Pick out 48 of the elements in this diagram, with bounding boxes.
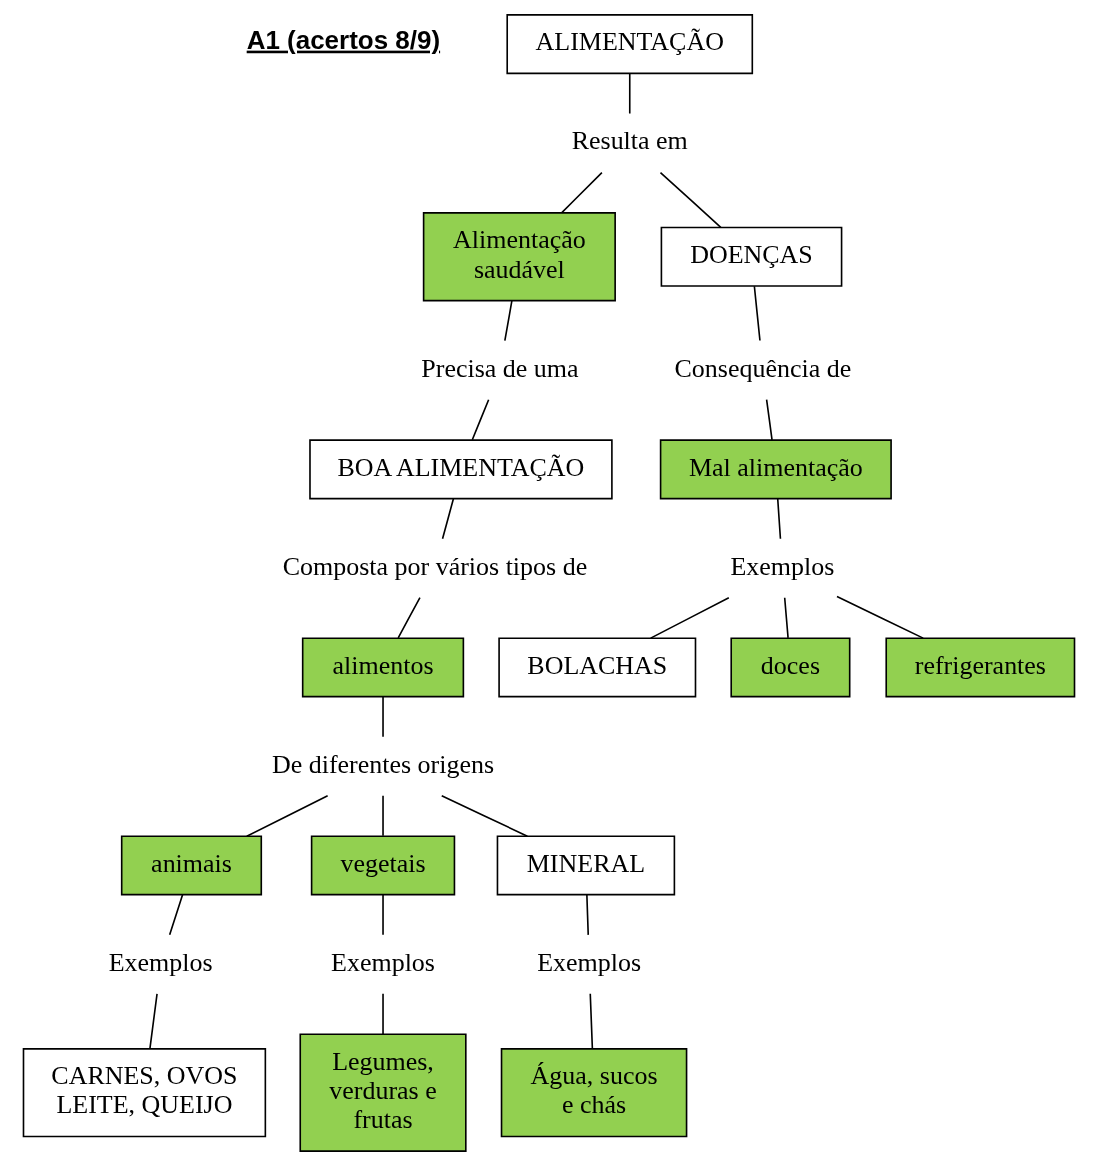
node-box: Água, sucos e chás	[500, 1048, 688, 1138]
connector	[168, 893, 184, 936]
node-box: MINERAL	[496, 835, 676, 896]
node-box: BOLACHAS	[498, 637, 697, 698]
label: A1 (acertos 8/9)	[246, 24, 441, 55]
node-text: Exemplos	[730, 551, 835, 581]
node-text: Precisa de uma	[421, 353, 579, 383]
connector	[628, 72, 631, 115]
node-box: Mal alimentação	[659, 439, 892, 500]
connector	[561, 171, 603, 214]
node-box: vegetais	[310, 835, 456, 896]
connector	[586, 893, 590, 936]
connector	[776, 497, 782, 540]
node-box: Alimentação saudável	[422, 212, 616, 302]
node-box: DOENÇAS	[660, 226, 843, 287]
node-box: refrigerantes	[885, 637, 1076, 698]
node-box: doces	[730, 637, 851, 698]
node-text: Composta por vários tipos de	[282, 551, 588, 581]
node-box: Legumes, verduras e frutas	[299, 1033, 467, 1152]
connector	[382, 893, 384, 936]
node-box: CARNES, OVOS LEITE, QUEIJO	[22, 1048, 267, 1138]
connector	[382, 993, 384, 1035]
connector	[149, 993, 158, 1050]
connector	[649, 596, 730, 639]
node-box: animais	[120, 835, 263, 896]
node-text: Consequência de	[674, 353, 852, 383]
connector	[504, 299, 513, 342]
connector	[382, 794, 384, 837]
node-text: De diferentes origens	[271, 749, 495, 779]
connector	[659, 171, 722, 229]
connector	[471, 398, 490, 441]
node-box: ALIMENTAÇÃO	[506, 14, 754, 75]
connector	[441, 497, 455, 540]
connector	[382, 695, 384, 738]
connector	[836, 595, 924, 639]
connector	[765, 398, 773, 441]
connector	[783, 596, 789, 639]
node-text: Exemplos	[108, 947, 213, 977]
node-text: Exemplos	[331, 947, 435, 977]
node-box: alimentos	[301, 637, 465, 698]
connector	[753, 285, 761, 342]
node-box: BOA ALIMENTAÇÃO	[309, 439, 613, 500]
node-text: Exemplos	[537, 947, 642, 977]
node-text: Resulta em	[571, 126, 688, 156]
connector	[397, 596, 421, 639]
connector	[440, 794, 529, 837]
connector	[589, 993, 594, 1050]
connector	[245, 794, 329, 837]
